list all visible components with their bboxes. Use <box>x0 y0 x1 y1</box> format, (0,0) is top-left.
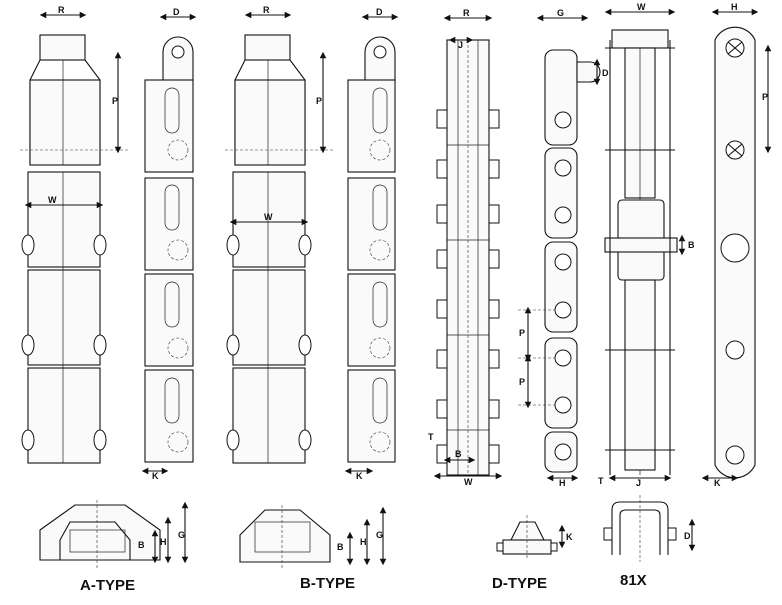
dim-b-d: B <box>455 449 462 459</box>
dim-t-81x: T <box>598 476 604 486</box>
dim-r-b: R <box>263 5 270 15</box>
dim-p-b: P <box>316 96 322 106</box>
dim-h-b-sec: H <box>360 537 367 547</box>
dim-g-a-sec: G <box>178 530 185 540</box>
dim-d-81x-sec: D <box>684 531 691 541</box>
dim-j-81x: J <box>636 478 641 488</box>
x81-side-view: H P K <box>701 2 772 488</box>
dim-h-d: H <box>559 478 566 488</box>
dim-t-d: T <box>428 432 434 442</box>
d-type-cross-section: K D-TYPE <box>492 515 573 592</box>
dim-p-81x: P <box>762 92 768 102</box>
a-type-front-view: R P W <box>20 5 130 464</box>
dim-k-d-sec: K <box>566 532 573 542</box>
dim-w-b: W <box>264 212 273 222</box>
dim-g-d: G <box>557 8 564 18</box>
x81-cross-section: D 81X <box>603 495 696 589</box>
dim-g-b-sec: G <box>376 530 383 540</box>
dim-d-b: D <box>376 7 383 17</box>
dim-d-d: D <box>602 68 609 78</box>
d-type-front-view: R J W B T <box>428 8 503 487</box>
dim-p2-d: P <box>519 377 525 387</box>
dim-k-b: K <box>356 471 363 481</box>
a-type-cross-section: B H G A-TYPE <box>39 500 189 594</box>
dim-d-a: D <box>173 7 180 17</box>
x81-front-view: W B J T <box>598 2 695 488</box>
caption-a-type: A-TYPE <box>80 577 135 594</box>
d-type-pin-rows <box>436 109 500 464</box>
dim-k-a: K <box>152 471 159 481</box>
dim-p1-d: P <box>519 328 525 338</box>
dim-b-81x: B <box>688 240 695 250</box>
dim-k-81x: K <box>714 478 721 488</box>
b-type-cross-section: B H G B-TYPE <box>239 505 387 592</box>
a-type-side-view: D K <box>141 7 197 481</box>
dim-r-d: R <box>463 8 470 18</box>
b-type-side-view: D K <box>344 7 399 481</box>
dim-h-81x: H <box>731 2 738 12</box>
d-type-side-view: G D P P H <box>518 8 609 488</box>
dim-w-a: W <box>48 195 57 205</box>
dim-w-d: W <box>464 477 473 487</box>
dim-h-a-sec: H <box>160 537 167 547</box>
dim-r-a: R <box>58 5 65 15</box>
dim-b-b-sec: B <box>337 542 344 552</box>
dim-j-d: J <box>458 40 463 50</box>
dim-w-81x: W <box>637 2 646 12</box>
dim-b-a-sec: B <box>138 540 145 550</box>
caption-d-type: D-TYPE <box>492 575 547 592</box>
b-type-front-view: R P W <box>225 5 335 464</box>
caption-81x: 81X <box>620 572 647 589</box>
caption-b-type: B-TYPE <box>300 575 355 592</box>
dim-p-a: P <box>112 96 118 106</box>
